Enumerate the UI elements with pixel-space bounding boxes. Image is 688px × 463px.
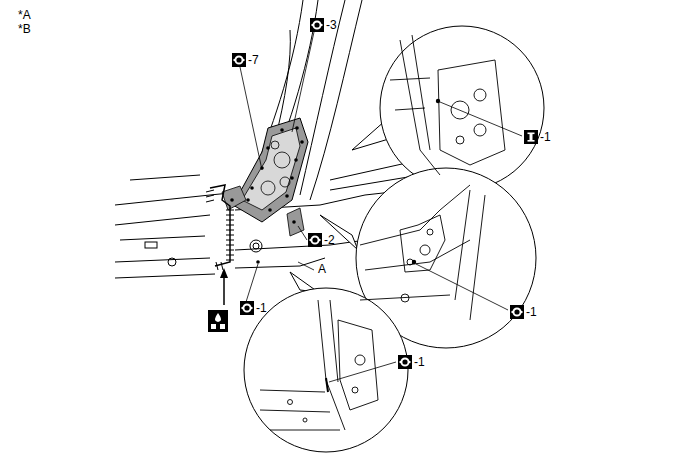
callout-number: -3 (326, 18, 337, 32)
callout-number: -2 (324, 233, 335, 247)
callout-number: -1 (256, 301, 267, 315)
part-label: A (318, 262, 326, 276)
callout-number: -1 (526, 305, 537, 319)
callout-number: -1 (414, 355, 425, 369)
label-ref: *B (18, 22, 31, 36)
callout-number: -1 (540, 130, 551, 144)
label-ref: *A (18, 8, 31, 22)
callout-number: -7 (248, 53, 259, 67)
